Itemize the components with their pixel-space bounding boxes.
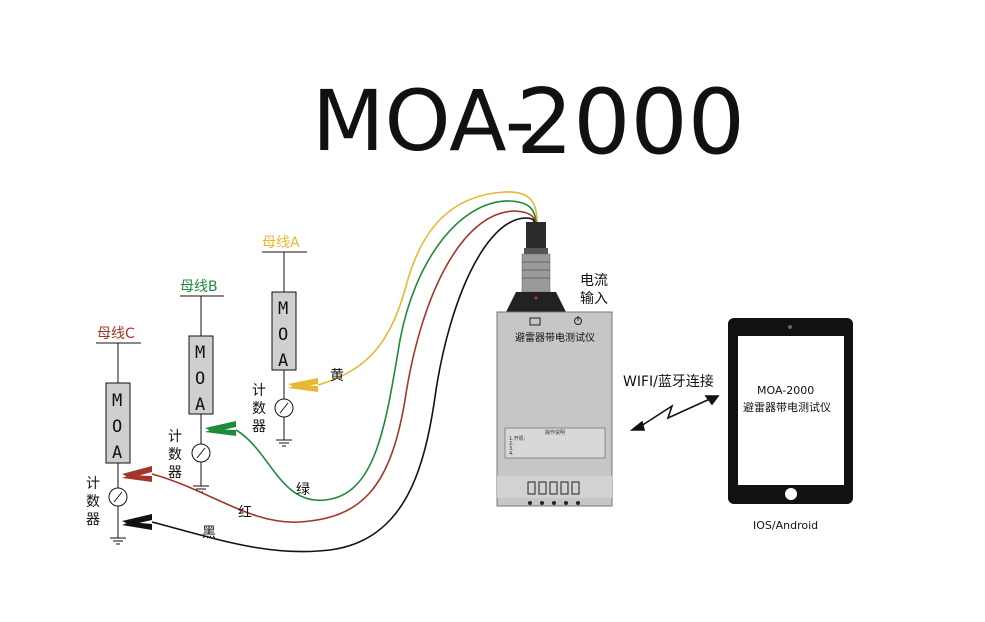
bus-label-c: 母线C [97,326,135,342]
wire-black [151,217,535,553]
indicator-leds [528,501,580,505]
tablet-home-button [785,488,797,500]
moa-letter-c-1: M [112,391,122,411]
wire-red [151,210,536,523]
tester-device: 避雷器带电测试仪 操作说明 1.开机: 2. 3. 4. [496,311,613,507]
tablet-screen [738,336,844,485]
wire-green [235,200,537,501]
tablet-line-1: MOA-2000 [757,384,814,397]
moa-letter-a-2: O [278,325,288,345]
moa-letter-a-1: M [278,299,288,319]
instruction-panel [504,427,606,459]
current-input-label-2: 输入 [580,291,608,307]
counter-c-label-3: 器 [86,512,100,528]
counter-a-label-1: 计 [252,383,266,399]
moa-letter-b-1: M [195,343,205,363]
ground-c [110,537,126,545]
instruction-line-1: 1.开机: [509,435,526,442]
counter-b-label-3: 器 [168,465,182,481]
counter-c-needle [113,491,123,503]
tablet-platform: IOS/Android [753,519,818,532]
title-number: 2000 [516,70,745,175]
phase-c-assembly: 母线C M O A 计 数 器 [86,326,152,545]
counter-b-label-1: 计 [168,429,182,445]
counter-b-label-2: 数 [168,447,182,463]
moa-letter-b-2: O [195,369,205,389]
phase-b-assembly: 母线B M O A 计 数 器 [168,279,236,493]
wireless-link-icon [629,395,720,431]
current-input-label-1: 电流 [580,273,608,289]
clamp-yellow [288,378,318,392]
tablet-line-2: 避雷器带电测试仪 [743,400,831,414]
phase-a-assembly: 母线A M O A 计 数 器 [252,235,318,447]
tablet: MOA-2000 避雷器带电测试仪 IOS/Android [728,318,853,532]
moa-box-c [105,382,131,464]
tablet-camera [788,325,792,329]
moa-letter-c-2: O [112,417,122,437]
counter-b-needle [196,447,206,459]
battery-indicator [497,476,612,498]
wire-label-green: 绿 [296,482,310,498]
device-name: 避雷器带电测试仪 [515,331,595,344]
moa-letter-a-3: A [278,351,288,371]
wire-label-black: 黑 [202,525,216,541]
ground-a [276,439,292,447]
current-input-connector [506,222,566,312]
counter-c-label-2: 数 [86,494,100,510]
instruction-line-2: 2. [509,441,514,447]
clamp-black [122,514,152,530]
device-body [496,311,613,507]
moa-box-a [271,291,297,371]
counter-a-needle [279,402,289,414]
wire-label-red: 红 [238,505,252,521]
counter-a-label-3: 器 [252,419,266,435]
bus-label-a: 母线A [262,235,300,251]
counter-a-label-2: 数 [252,401,266,417]
wire-yellow [317,191,538,386]
moa-letter-c-3: A [112,443,122,463]
moa-letter-b-3: A [195,395,205,415]
wire-label-yellow: 黄 [330,367,344,384]
ground-b [193,485,209,493]
instruction-title: 操作说明 [545,429,565,436]
instruction-line-4: 4. [509,451,514,457]
bus-label-b: 母线B [180,279,218,295]
clamp-green [205,421,236,436]
clamp-red [122,466,152,482]
connection-label: WIFI/蓝牙连接 [623,373,714,390]
title-prefix: MOA- [312,72,535,170]
counter-c-label-1: 计 [86,476,100,492]
instruction-line-3: 3. [509,446,514,452]
